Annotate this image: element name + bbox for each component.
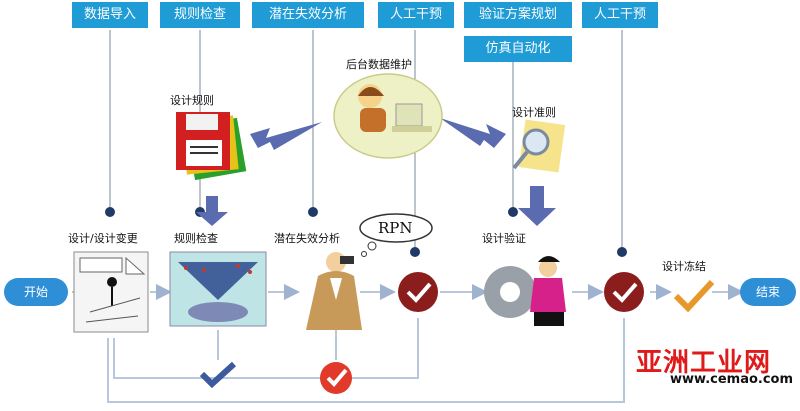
end-node: 结束 [740,278,796,306]
fmea-illustration [306,252,362,330]
manual-check-1 [398,272,438,312]
design-change-illustration [73,251,149,333]
label-fmea: 潜在失效分析 [274,232,340,245]
tag-manual-intervention-1: 人工干预 [378,2,454,28]
label-rpn: RPN [378,219,413,237]
tag-data-import: 数据导入 [72,2,148,28]
watermark-url: www.cemao.com [670,372,794,387]
design-verify-illustration [484,256,566,326]
floppy-disks-icon [176,112,247,181]
freeze-check [673,279,715,313]
watermark-brand: 亚洲工业网 [636,348,772,378]
label-design-verify: 设计验证 [482,232,526,245]
manual-check-2 [604,272,644,312]
label-design-rules: 设计规则 [170,94,214,107]
tag-simulation-automation: 仿真自动化 [464,36,572,62]
label-design-criteria: 设计准则 [512,106,556,119]
label-backend: 后台数据维护 [346,58,412,71]
magnifier-icon [512,119,566,173]
tag-rule-check: 规则检查 [160,2,240,28]
backend-illustration [333,73,443,159]
label-rule-check: 规则检查 [174,232,218,245]
label-design-change: 设计/设计变更 [68,232,138,245]
label-design-freeze: 设计冻结 [662,260,706,273]
tag-manual-intervention-2: 人工干预 [582,2,658,28]
rule-pass-check [199,361,237,389]
fmea-pass-check [320,362,352,394]
start-node: 开始 [4,278,68,306]
rule-check-illustration [169,251,267,327]
rpn-cloud [359,213,433,257]
tag-fmea: 潜在失效分析 [252,2,364,28]
tag-verify-plan: 验证方案规划 [464,2,572,28]
